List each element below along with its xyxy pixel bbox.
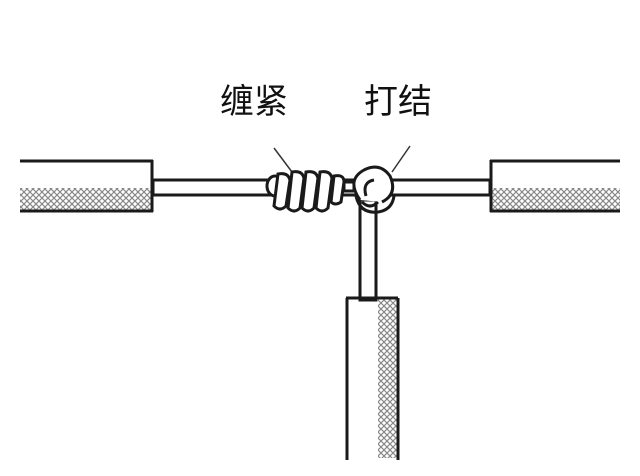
label-wrap-tight: 缠紧 bbox=[220, 82, 288, 122]
leader-line-knot bbox=[391, 145, 411, 173]
branch-core-wire bbox=[358, 198, 378, 302]
leader-line-wrap bbox=[273, 147, 293, 173]
knot bbox=[352, 165, 396, 214]
wrapped-coil bbox=[265, 170, 356, 213]
left-wire-insulation bbox=[20, 159, 154, 213]
label-tie-knot: 打结 bbox=[364, 82, 432, 122]
branch-wire-insulation bbox=[345, 296, 400, 460]
right-wire-insulation bbox=[489, 159, 620, 213]
